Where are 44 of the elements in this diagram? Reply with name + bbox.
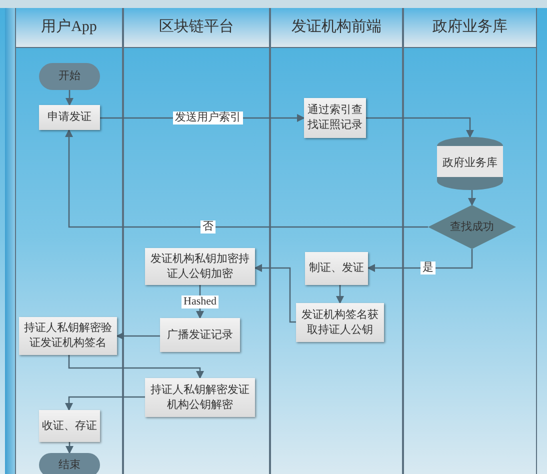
swimlane <box>15 8 123 474</box>
lane-title: 用户App <box>41 18 97 38</box>
arrow <box>468 190 476 206</box>
node-text: 持证人私钥解密发证机构公钥解密 <box>150 382 250 412</box>
swimlane <box>270 8 403 474</box>
node-text: 发证机构签名获取持证人公钥 <box>300 308 380 338</box>
edge-label: 否 <box>200 220 216 234</box>
swimlane <box>403 8 537 474</box>
arrow <box>336 285 344 304</box>
arrow <box>66 442 74 454</box>
node-text: 结束 <box>58 458 80 472</box>
terminal-pill <box>39 63 100 90</box>
process-box <box>39 105 100 130</box>
node-text: 制证、发证 <box>309 261 364 276</box>
arrow <box>65 396 145 411</box>
arrow <box>254 264 296 323</box>
node-text: 政府业务库 <box>442 156 498 171</box>
arrow <box>65 129 428 228</box>
node-text: 通过索引查找证照记录 <box>306 103 364 133</box>
lane-title: 政府业务库 <box>432 17 508 38</box>
edge-label: Hashed <box>182 296 218 308</box>
arrow <box>367 249 473 272</box>
node-text: 查找成功 <box>450 220 494 234</box>
swimlane <box>123 8 270 474</box>
process-box <box>305 252 368 285</box>
arrow <box>116 332 160 340</box>
terminal-pill <box>39 453 100 474</box>
node-text: 申请发证 <box>48 110 92 125</box>
lane-title: 发证机构前端 <box>292 18 382 38</box>
node-text: 收证、存证 <box>42 418 97 434</box>
arrow <box>366 117 474 138</box>
edge-label: 是 <box>420 262 436 274</box>
node-text: 持证人私钥解密验证发证机构签名 <box>23 321 113 351</box>
database-cylinder <box>437 137 503 190</box>
node-text: 广播发证记录 <box>167 328 233 342</box>
node-text: 发证机构私钥加密持证人公钥加密 <box>150 252 250 282</box>
arrow <box>66 90 74 106</box>
lane-title: 区块链平台 <box>159 18 234 38</box>
process-box <box>39 410 100 442</box>
decision-diamond <box>428 205 516 249</box>
edge-label: 发送用户索引 <box>173 112 243 124</box>
node-text: 开始 <box>58 69 80 84</box>
process-box <box>160 318 240 352</box>
arrow <box>68 355 204 379</box>
